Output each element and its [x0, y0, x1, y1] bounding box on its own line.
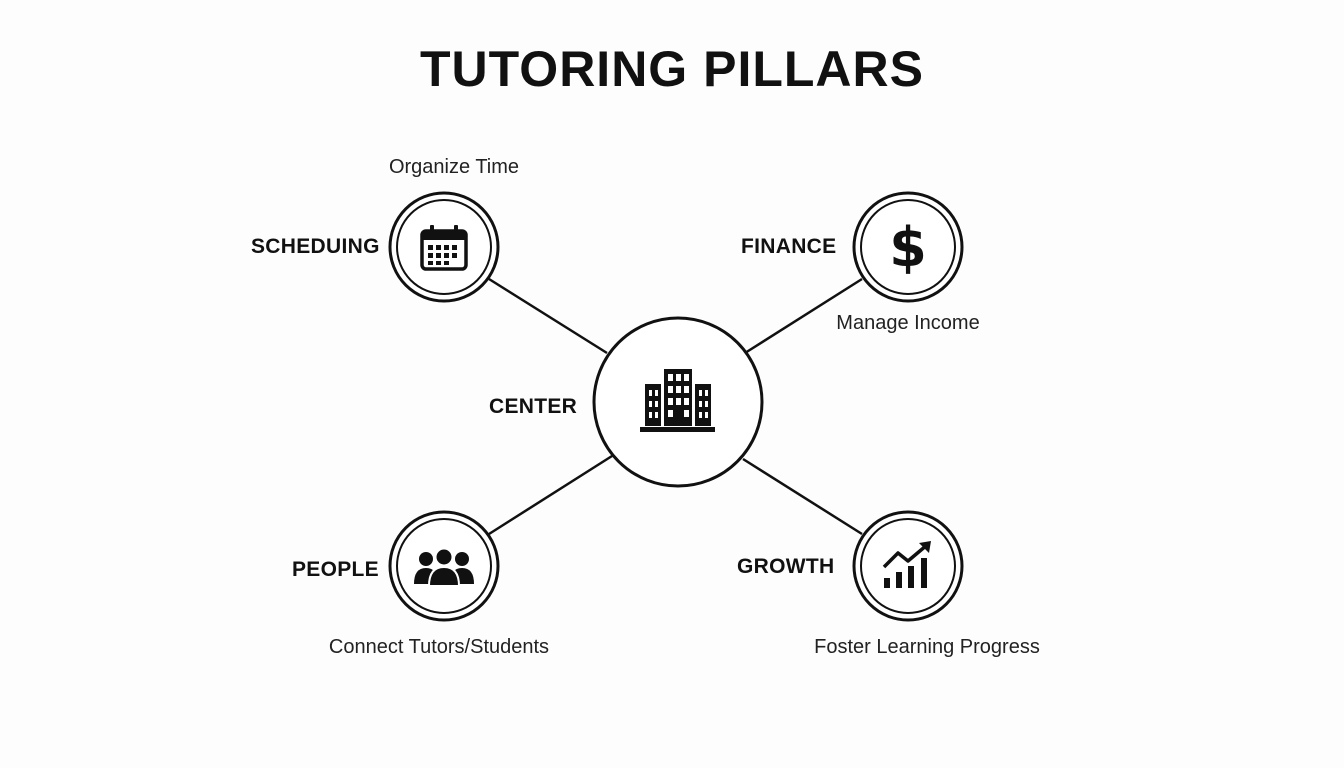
finance-caption: Manage Income — [836, 312, 980, 334]
scheduling-caption: Organize Time — [388, 156, 520, 178]
scheduling-node — [388, 191, 500, 303]
connector-scheduling — [488, 277, 608, 355]
people-icon — [414, 547, 474, 587]
svg-text:$: $ — [889, 216, 927, 279]
dollar-icon: $ — [889, 216, 927, 279]
growth-caption: Foster Learning Progress — [814, 636, 1040, 658]
growth-label: GROWTH — [737, 555, 835, 578]
connector-finance — [744, 277, 863, 355]
diagram-title: TUTORING PILLARS — [420, 41, 924, 97]
people-caption: Connect Tutors/Students — [328, 636, 550, 658]
calendar-icon — [420, 225, 468, 271]
connector-growth — [742, 457, 863, 536]
center-node — [592, 316, 764, 488]
finance-node: $ — [852, 191, 964, 303]
scheduling-label: SCHEDUING — [251, 235, 380, 258]
building-icon — [640, 369, 715, 432]
people-node — [388, 510, 500, 622]
finance-label: FINANCE — [741, 235, 837, 258]
growth-node — [852, 510, 964, 622]
people-label: PEOPLE — [292, 558, 379, 581]
growth-chart-icon — [882, 541, 931, 588]
connector-people — [488, 454, 613, 536]
center-label: CENTER — [489, 395, 578, 418]
